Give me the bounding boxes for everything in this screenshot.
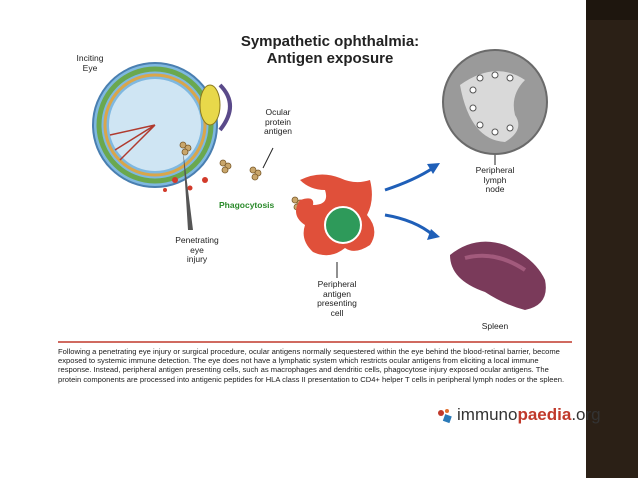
label-phagocytosis: Phagocytosis xyxy=(219,200,275,210)
arrow-head-lymph xyxy=(427,163,440,174)
ocular-antigen-clusters xyxy=(179,141,304,211)
antigen-presenting-cell xyxy=(296,174,375,256)
spleen-highlight xyxy=(464,253,527,272)
slide: Sympathetic ophthalmia: Antigen exposure… xyxy=(55,30,601,428)
logo-part-1: immuno xyxy=(457,405,518,424)
arrow-head-spleen xyxy=(427,229,440,240)
label-penetrating-injury: Penetrating eye injury xyxy=(175,235,219,264)
logo-wordmark: immunopaedia.org xyxy=(457,405,601,425)
title-line-2: Antigen exposure xyxy=(266,50,394,67)
logo-part-3: .org xyxy=(571,405,601,424)
label-spleen: Spleen xyxy=(481,321,509,331)
logo-icon xyxy=(438,409,452,424)
diagram-figure xyxy=(58,49,572,343)
logo-part-2: paedia xyxy=(517,405,572,424)
lymph-node-illustration xyxy=(442,49,548,155)
spleen-illustration xyxy=(450,241,546,310)
label-inciting-eye: Inciting Eye xyxy=(76,53,104,73)
sidebar-cap xyxy=(586,0,638,20)
caption-text: Following a penetrating eye injury or su… xyxy=(58,347,565,384)
diagram-title: Sympathetic ophthalmia: Antigen exposure xyxy=(205,33,455,67)
arrow-to-spleen xyxy=(384,213,434,237)
antigen-pointer xyxy=(262,147,274,169)
label-lymph-node: Peripheral lymph node xyxy=(475,165,515,194)
label-peripheral-apc: Peripheral antigen presenting cell xyxy=(317,279,357,318)
label-ocular-protein-antigen: Ocular protein antigen xyxy=(264,107,292,136)
inciting-eye-illustration xyxy=(92,62,232,230)
slide-sidebar xyxy=(586,0,638,478)
arrow-to-lymph-node xyxy=(384,166,434,192)
title-line-1: Sympathetic ophthalmia: xyxy=(240,33,420,50)
